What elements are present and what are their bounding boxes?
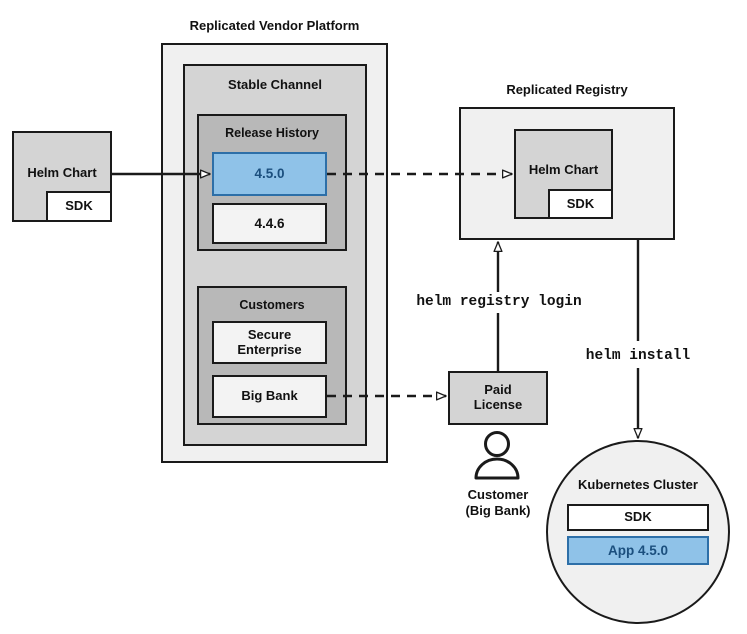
sdk-label: SDK [65,198,93,214]
kubernetes-cluster-label: Kubernetes Cluster [578,477,698,492]
release-history-label: Release History [225,126,319,140]
registry-helm-chart-label: Helm Chart [528,162,599,177]
customer-actor-line1: Customer [467,487,529,502]
cluster-component-app[interactable]: App 4.5.0 [567,536,709,565]
sdk-label: SDK [566,195,595,211]
stable-channel-label: Stable Channel [228,77,322,92]
kubernetes-cluster-circle [546,440,730,624]
release-item-4-5-0[interactable]: 4.5.0 [212,152,327,196]
paid-license-label: Paid License [473,382,523,412]
customer-name-label: Big Bank [241,388,298,404]
vendor-platform-title: Replicated Vendor Platform [189,18,360,33]
customers-label: Customers [239,298,305,312]
replicated-registry-title: Replicated Registry [506,82,628,97]
release-version-label: 4.5.0 [254,166,285,182]
customer-item-big-bank[interactable]: Big Bank [212,375,327,418]
source-helm-chart-label: Helm Chart [27,165,97,180]
person-icon [474,431,520,480]
paid-license-box[interactable]: Paid License [448,371,548,425]
release-item-4-4-6[interactable]: 4.4.6 [212,203,327,244]
helm-install-command: helm install [585,348,691,364]
customer-name-label: Secure Enterprise [237,326,302,357]
cluster-component-label: SDK [624,509,652,525]
customer-item-secure-enterprise[interactable]: Secure Enterprise [212,321,327,364]
customer-actor-label: Customer (Big Bank) [427,487,569,520]
helm-registry-login-command: helm registry login [416,294,582,310]
cluster-component-label: App 4.5.0 [607,542,669,558]
registry-helm-chart-sdk-box[interactable]: SDK [548,189,613,219]
release-version-label: 4.4.6 [254,215,285,231]
cluster-component-sdk[interactable]: SDK [567,504,709,531]
customer-actor-line2: (Big Bank) [465,503,531,519]
source-helm-chart-sdk-box[interactable]: SDK [46,191,112,222]
